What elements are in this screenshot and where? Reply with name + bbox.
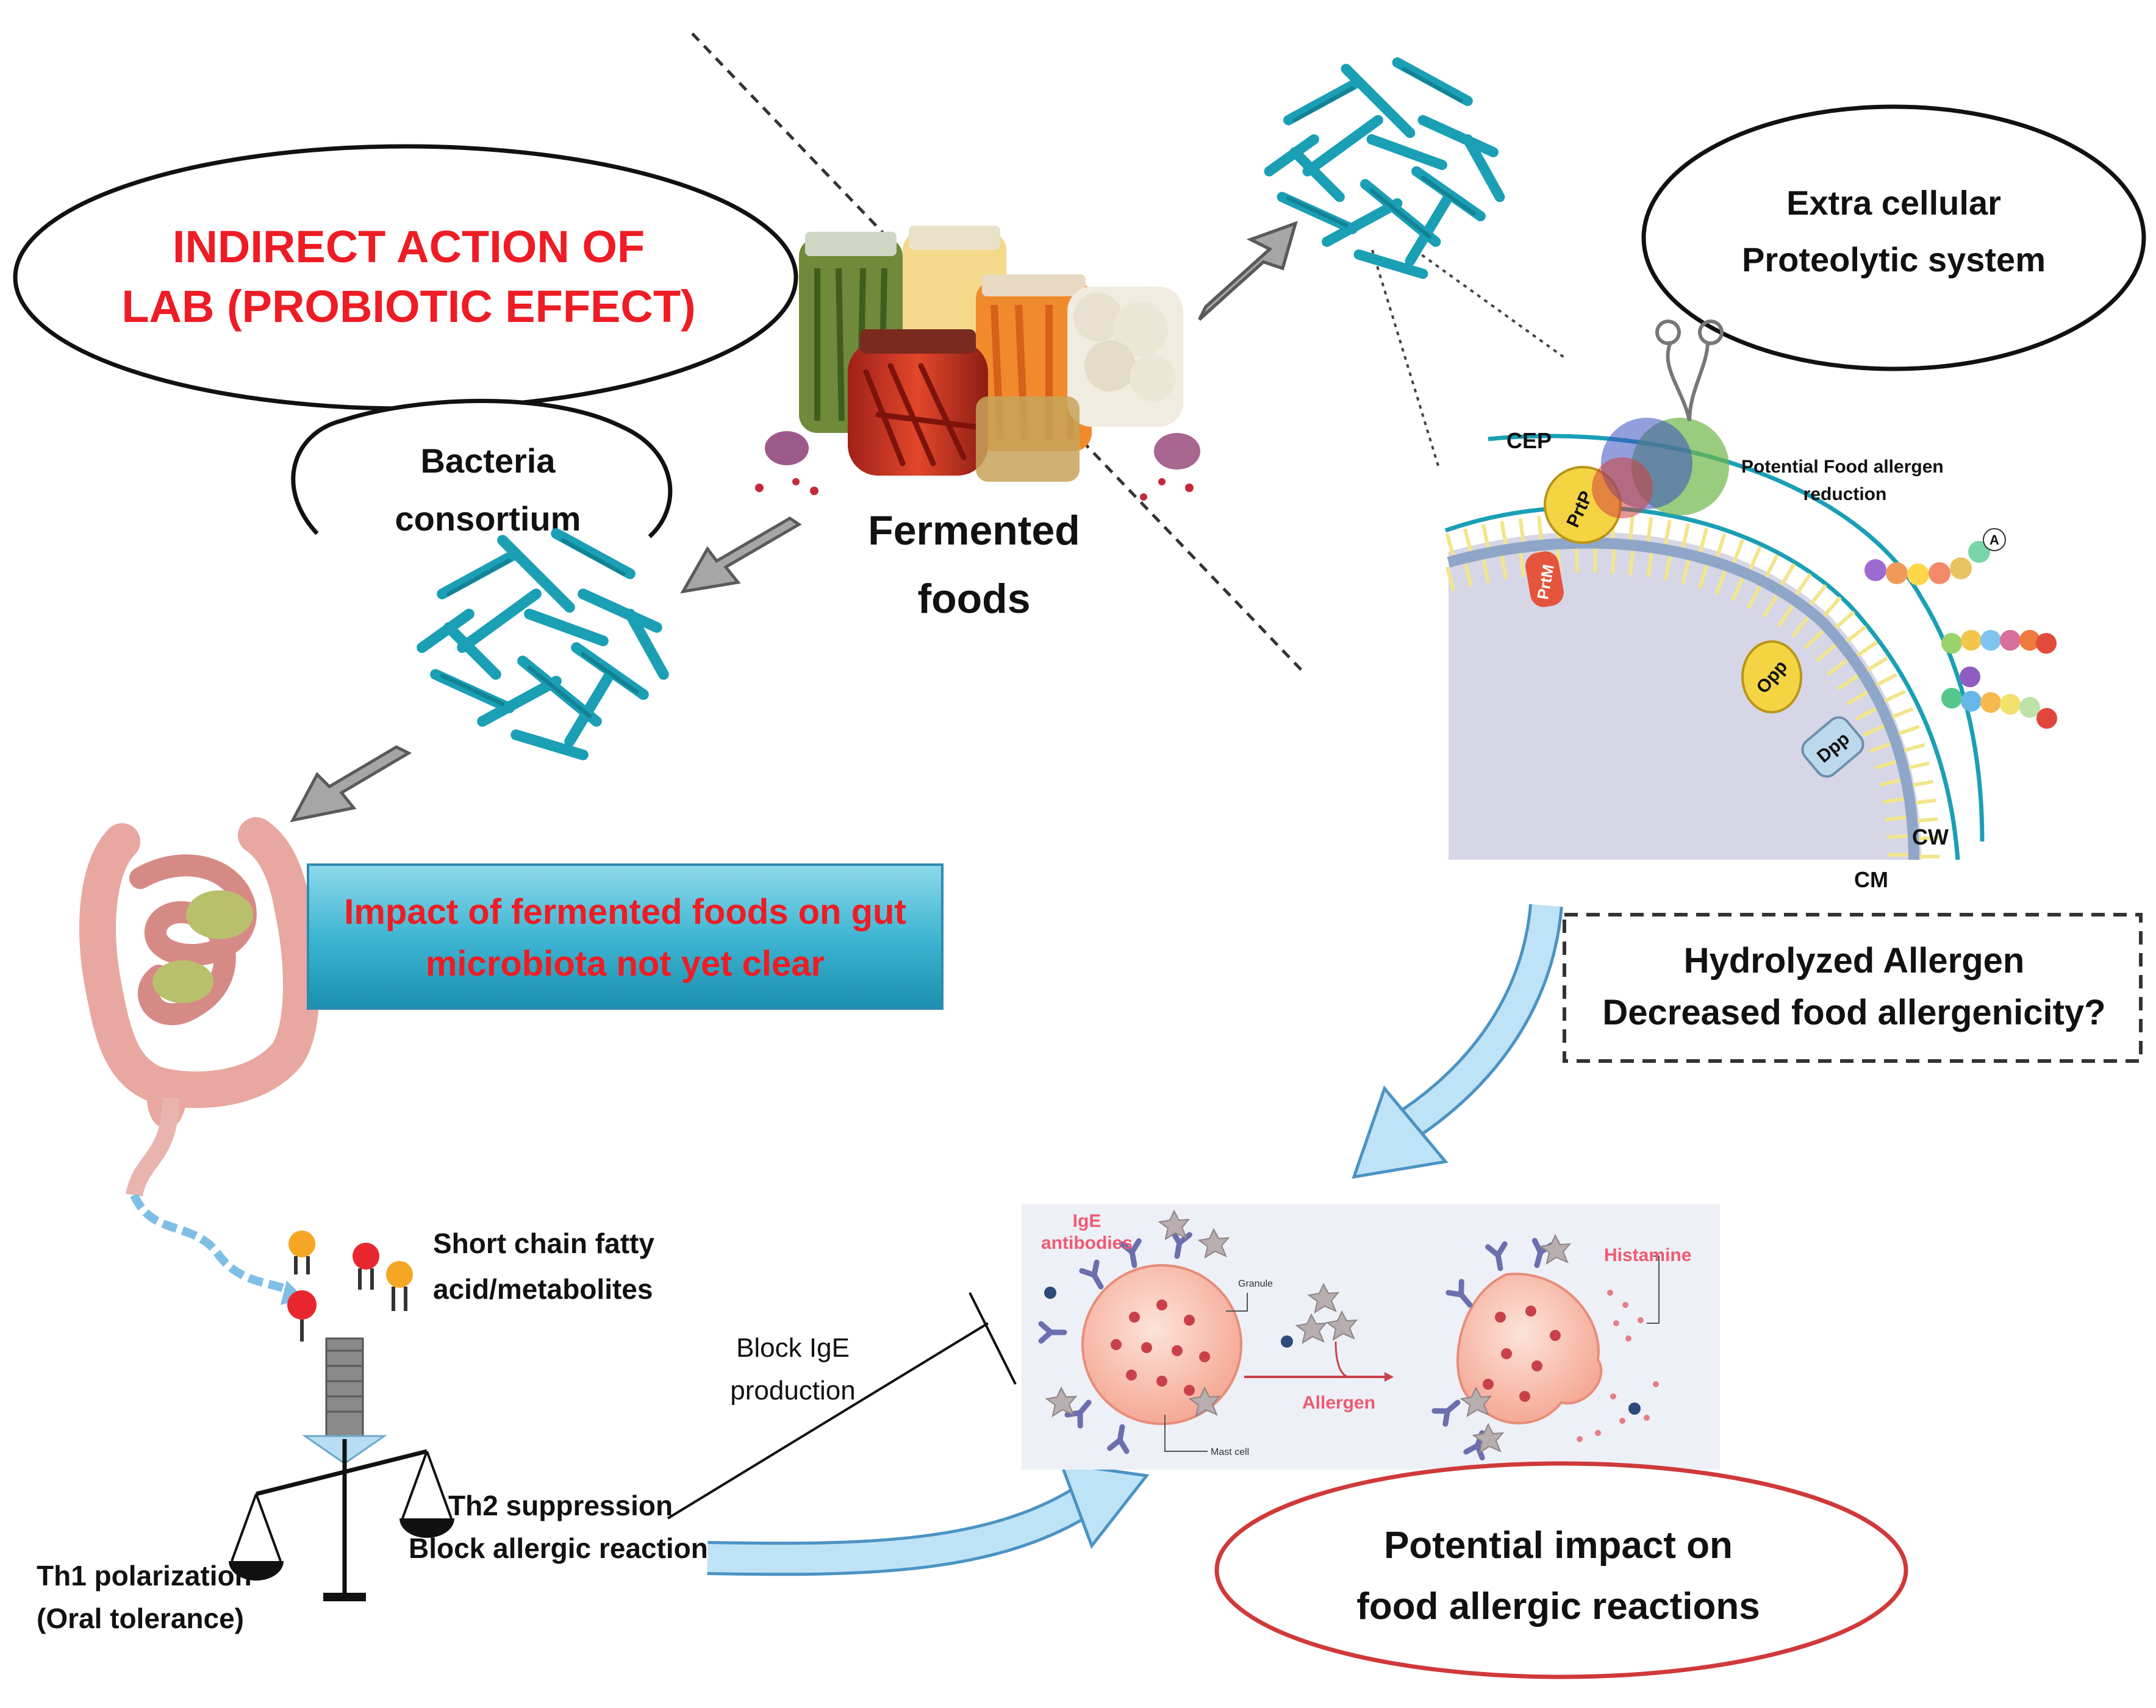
bacteria-consortium-label-line2: consortium: [395, 499, 581, 538]
potential-reduction-label-line1: Potential Food allergen: [1741, 457, 1944, 477]
bacteria-consortium-ellipse: [291, 399, 673, 538]
arrow-to-bacteria-consortium: [680, 516, 802, 594]
scfa-label-line2: acid/metabolites: [433, 1273, 653, 1305]
bacteria-cluster-top: [1269, 63, 1500, 274]
gut-illustration: [79, 817, 320, 1305]
arrow-to-allergic-reaction-bottom: [707, 1461, 1150, 1576]
mast-cell-label: Mast cell: [1211, 1447, 1249, 1457]
th2-label-line1: Th2 suppression: [448, 1490, 673, 1521]
th1-label-line1: Th1 polarization: [37, 1560, 252, 1592]
cw-label: CW: [1912, 824, 1949, 849]
impact-gut-box: [307, 863, 944, 1010]
zoom-dotted-line-left: [1371, 249, 1441, 470]
fermented-foods-label-line2: foods: [917, 576, 1030, 622]
block-ige-inhibition-bar: [969, 1292, 1017, 1385]
extracellular-label-line1: Extra cellular: [1786, 184, 2001, 222]
hydrolyzed-text-line2: Decreased food allergenicity?: [1602, 993, 2105, 1032]
arrow-to-gut: [290, 745, 412, 823]
hydrolyzed-allergen-box: [1563, 913, 2143, 1063]
histamine-label: Histamine: [1604, 1245, 1691, 1265]
allergen-label: Allergen: [1302, 1393, 1375, 1413]
potential-impact-text-line2: food allergic reactions: [1356, 1585, 1760, 1628]
fermented-foods-label-line1: Fermented: [868, 507, 1080, 554]
arrow-to-allergic-reaction-top: [1352, 904, 1563, 1179]
indirect-action-title-line2: LAB (PROBIOTIC EFFECT): [121, 281, 695, 332]
scfa-label-line1: Short chain fatty: [433, 1227, 654, 1259]
bacteria-consortium-label-line1: Bacteria: [420, 441, 556, 480]
extracellular-ellipse: [1641, 104, 2146, 371]
granule-label: Granule: [1238, 1279, 1273, 1289]
potential-reduction-label-line2: reduction: [1803, 484, 1887, 504]
dashed-separator-line: [691, 32, 1303, 672]
ige-antibodies-label-line2: antibodies: [1041, 1233, 1133, 1253]
indirect-action-title-line1: INDIRECT ACTION OF: [173, 221, 645, 272]
impact-gut-text-line2: microbiota not yet clear: [426, 944, 825, 984]
scfa-molecules-icon: [287, 1231, 413, 1342]
ige-antibodies-label-line1: IgE: [1073, 1211, 1101, 1231]
indirect-action-ellipse: [13, 144, 798, 411]
bacteria-cluster-middle: [422, 534, 664, 755]
potential-impact-ellipse: [1214, 1461, 1908, 1679]
block-ige-inhibition-line: [667, 1322, 989, 1520]
th2-label-line2: Block allergic reaction: [409, 1532, 708, 1564]
mast-cell-panel: [1022, 1204, 1720, 1470]
arrow-to-bacteria-top: [1198, 221, 1298, 321]
zoom-dotted-line-right: [1414, 249, 1569, 361]
block-ige-label-line2: production: [730, 1376, 855, 1406]
block-ige-label-line1: Block IgE: [736, 1333, 850, 1363]
cell-wall-panel: [1444, 320, 2057, 860]
potential-impact-text-line1: Potential impact on: [1384, 1524, 1733, 1567]
extracellular-label-line2: Proteolytic system: [1742, 240, 2046, 279]
peptide-a-label: A: [1989, 532, 1999, 548]
impact-gut-text-line1: Impact of fermented foods on gut: [344, 892, 906, 932]
fermented-foods-jars-image: [755, 226, 1200, 501]
cm-label: CM: [1854, 867, 1888, 892]
balance-scale-icon: [229, 1337, 454, 1601]
th1-label-line2: (Oral tolerance): [37, 1603, 244, 1634]
cep-label: CEP: [1506, 428, 1552, 453]
hydrolyzed-text-line1: Hydrolyzed Allergen: [1684, 941, 2025, 981]
